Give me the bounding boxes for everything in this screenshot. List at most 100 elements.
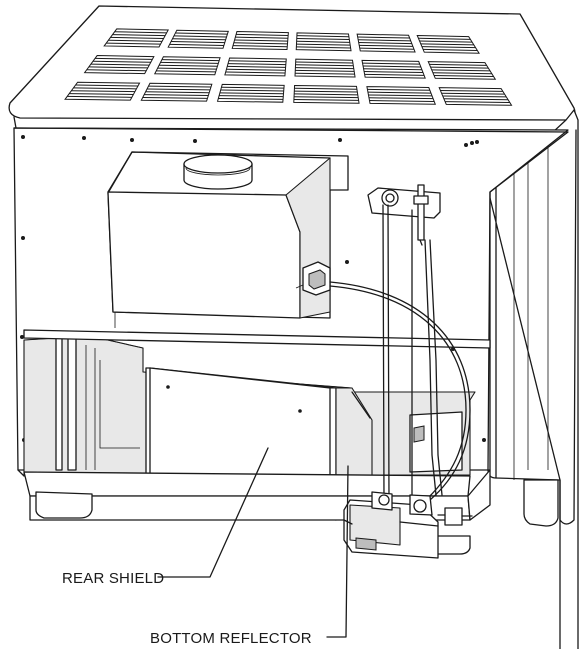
vent-slat bbox=[368, 94, 433, 97]
vent-slat bbox=[233, 42, 288, 45]
vent-slat bbox=[110, 36, 164, 40]
vent-slat bbox=[296, 46, 351, 49]
vent-slat bbox=[431, 69, 491, 72]
vent-slat bbox=[142, 96, 208, 99]
vent-slat bbox=[432, 72, 492, 75]
vent-slat bbox=[364, 71, 424, 74]
vent-slat bbox=[440, 89, 503, 92]
vent-slat bbox=[418, 37, 471, 40]
vent-slat bbox=[294, 90, 358, 93]
vent-slat bbox=[294, 87, 357, 90]
vent-slat bbox=[160, 61, 219, 64]
vent-slat bbox=[219, 95, 284, 98]
vent-slat bbox=[144, 94, 209, 97]
vent-slat bbox=[367, 88, 430, 91]
vent-slat bbox=[156, 70, 216, 73]
vent-slat bbox=[445, 101, 510, 103]
vent-slat bbox=[359, 44, 413, 47]
sensor-wire bbox=[329, 281, 471, 501]
vent-slat bbox=[296, 40, 350, 43]
vent-slat bbox=[227, 65, 286, 68]
vent-slat bbox=[421, 46, 476, 49]
vent-slat bbox=[420, 43, 474, 46]
vent-slat bbox=[442, 95, 507, 98]
vent-slat bbox=[219, 92, 284, 95]
vent-slat bbox=[429, 63, 487, 66]
vent-slat bbox=[173, 35, 227, 38]
vent-slat bbox=[169, 43, 224, 46]
pilot-bracket bbox=[367, 184, 441, 246]
vent-slat bbox=[443, 98, 509, 101]
vent-slat bbox=[296, 37, 350, 41]
vent-slat bbox=[295, 64, 354, 67]
vent-slat bbox=[295, 67, 354, 70]
bottom-reflector-leader bbox=[326, 465, 349, 638]
vent-slat bbox=[175, 32, 228, 35]
top-vent-grille bbox=[64, 28, 513, 106]
vent-slat bbox=[69, 93, 134, 95]
label-rear-shield: REAR SHIELD bbox=[62, 570, 164, 587]
vent-slat bbox=[157, 67, 217, 70]
vent-slat bbox=[90, 63, 150, 66]
vent-slat bbox=[220, 89, 284, 92]
vent-slat bbox=[228, 63, 286, 66]
left-bracket bbox=[55, 337, 63, 471]
box-sensor bbox=[295, 261, 331, 296]
vent-slat bbox=[358, 39, 411, 42]
vent-slat bbox=[364, 73, 425, 76]
vent-slat bbox=[233, 45, 288, 48]
vent-slat bbox=[294, 96, 359, 99]
foot-right bbox=[523, 479, 559, 527]
vent-slat bbox=[359, 47, 414, 50]
vent-slat bbox=[235, 36, 288, 39]
vent-slat bbox=[228, 60, 287, 63]
vent-slat bbox=[369, 100, 435, 102]
vent-slat bbox=[161, 59, 220, 62]
vent-slat bbox=[95, 57, 153, 60]
vent-slat bbox=[67, 95, 132, 98]
vent-slat bbox=[218, 97, 284, 100]
vent-slat bbox=[295, 72, 355, 75]
vent-slat bbox=[75, 84, 138, 87]
vent-slat bbox=[73, 87, 137, 90]
vent-slat bbox=[441, 92, 505, 95]
vent-slat bbox=[294, 93, 358, 96]
label-bottom-reflector: BOTTOM REFLECTOR bbox=[150, 630, 312, 647]
vent-slat bbox=[363, 65, 421, 68]
vent-slat bbox=[92, 60, 151, 63]
vent-slat bbox=[368, 97, 434, 100]
base-plate bbox=[23, 471, 471, 497]
vent-slat bbox=[171, 41, 225, 44]
vent-slat bbox=[362, 62, 420, 65]
vent-slat bbox=[106, 42, 161, 45]
vent-slat bbox=[159, 64, 218, 67]
vent-slat bbox=[147, 88, 211, 91]
vent-slat bbox=[358, 42, 412, 45]
vent-slat bbox=[112, 34, 166, 37]
vent-slat bbox=[419, 40, 473, 43]
vent-slat bbox=[367, 91, 431, 94]
vent-slat bbox=[226, 68, 286, 71]
vent-slat bbox=[430, 66, 489, 69]
vent-slat bbox=[296, 35, 349, 38]
vent-slat bbox=[423, 48, 478, 51]
vent-slat bbox=[221, 86, 284, 89]
vent-slat bbox=[71, 90, 135, 93]
foot-left bbox=[35, 491, 93, 519]
vent-slat bbox=[296, 43, 351, 46]
gas-valve bbox=[343, 491, 473, 559]
vent-slat bbox=[108, 39, 163, 42]
vent-slat bbox=[295, 69, 355, 72]
vent-slat bbox=[225, 71, 286, 74]
vent-slat bbox=[86, 69, 147, 72]
pilot-tubes bbox=[382, 204, 443, 501]
vent-slat bbox=[434, 74, 494, 77]
vent-slat bbox=[363, 68, 422, 71]
vent-slat bbox=[357, 36, 410, 39]
vent-slat bbox=[236, 33, 289, 36]
vent-slat bbox=[114, 31, 167, 34]
rear-shield-leader bbox=[157, 447, 269, 578]
vent-slat bbox=[295, 61, 353, 64]
vent-slat bbox=[145, 91, 210, 94]
